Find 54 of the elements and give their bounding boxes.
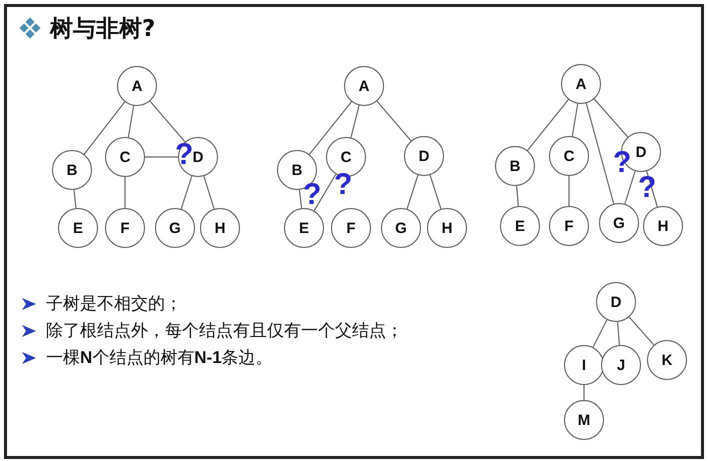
tree-node: G	[381, 208, 421, 248]
tree-edge	[298, 189, 302, 209]
tree-node: M	[564, 400, 604, 440]
tree-node: J	[601, 345, 641, 385]
tree-node: G	[599, 203, 639, 243]
tree-edge	[516, 185, 519, 207]
tree-node: K	[647, 340, 687, 380]
tree-edge	[586, 102, 614, 204]
tree-node: G	[155, 208, 195, 248]
tree-edge	[527, 99, 569, 151]
tree-edge	[74, 189, 76, 209]
slide-title: 树与非树?	[50, 15, 156, 44]
tree-node: F	[331, 208, 371, 248]
tree-node: B	[52, 150, 92, 190]
tree-node: D	[596, 282, 636, 322]
tree-edge	[314, 174, 336, 212]
tree-node: H	[643, 206, 683, 246]
tree-node: E	[58, 208, 98, 248]
tree-edge	[144, 156, 178, 158]
tree-node: H	[427, 208, 467, 248]
tree-edge	[376, 100, 412, 142]
tree-edge	[180, 176, 192, 210]
bullet-text: 除了根结点外，每个结点有且仅有一个父结点；	[46, 320, 403, 342]
tree-edge	[203, 176, 215, 210]
tree-node: A	[561, 64, 601, 104]
tree-node: E	[500, 206, 540, 246]
tree-edge	[124, 176, 126, 208]
tree-edge	[594, 98, 628, 138]
tree-edge	[308, 101, 352, 155]
tree-edge	[617, 321, 620, 346]
tree-edge	[128, 105, 134, 138]
tree-edge	[430, 174, 442, 210]
tree-node: A	[344, 66, 384, 106]
tree-edge	[350, 104, 360, 138]
bullet-text: 子树是不相交的；	[46, 293, 182, 315]
tree-edge	[150, 100, 186, 142]
bullet-text: 一棵N个结点的树有N-1条边。	[46, 347, 273, 369]
tree-edge	[592, 319, 608, 348]
tree-node: D	[404, 136, 444, 176]
tree-node: I	[564, 345, 604, 385]
tree-node: H	[200, 208, 240, 248]
tree-node: F	[105, 208, 145, 248]
tree-node: C	[549, 136, 589, 176]
tree-node: C	[105, 137, 145, 177]
tree-node: B	[495, 146, 535, 186]
tree-edge	[624, 170, 636, 204]
tree-node: F	[549, 206, 589, 246]
tree-node: E	[284, 208, 324, 248]
tree-node: A	[117, 66, 157, 106]
tree-edge	[84, 101, 126, 155]
tree-edge	[406, 174, 418, 210]
tree-edge	[628, 316, 654, 346]
tree-edge	[568, 176, 570, 206]
tree-edge	[572, 103, 578, 137]
